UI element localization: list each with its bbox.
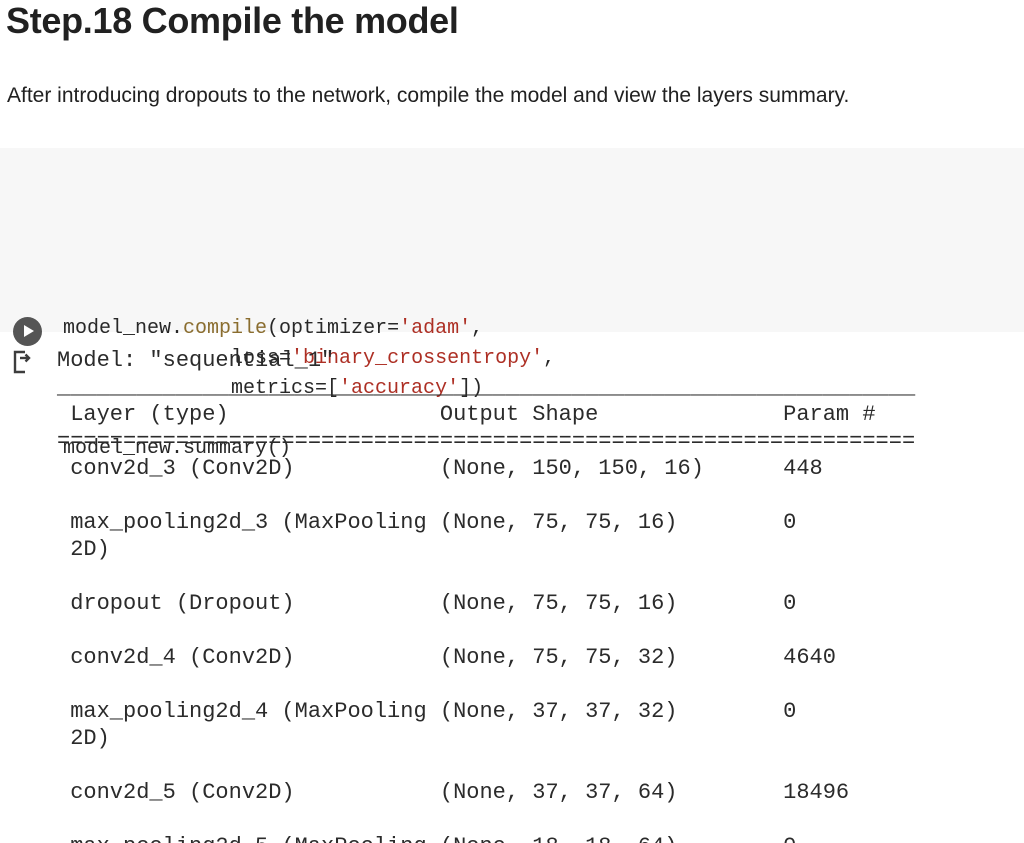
description-text: After introducing dropouts to the networ… <box>7 84 850 107</box>
code-editor[interactable]: model_new.compile(optimizer='adam', loss… <box>63 317 556 460</box>
cell-output-icon <box>10 349 34 380</box>
play-icon <box>24 325 34 337</box>
output-area: Model: "sequential_1" __________________… <box>0 340 1024 843</box>
run-cell-button[interactable] <box>13 317 42 346</box>
page-title: Step.18 Compile the model <box>6 0 459 41</box>
model-summary-output: Model: "sequential_1" __________________… <box>57 348 916 843</box>
code-cell: model_new.compile(optimizer='adam', loss… <box>0 148 1024 460</box>
